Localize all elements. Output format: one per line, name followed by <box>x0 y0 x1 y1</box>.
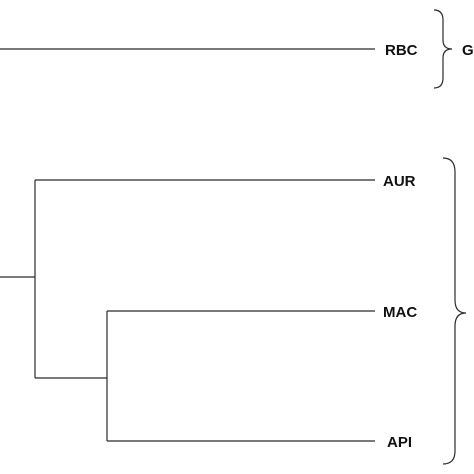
leaf-label-api: API <box>387 434 412 451</box>
leaf-label-mac: MAC <box>383 304 417 321</box>
brace-group-1 <box>433 9 453 89</box>
group-label-1: G <box>462 42 474 59</box>
brace-group-2 <box>442 157 467 465</box>
leaf-label-rbc: RBC <box>385 42 418 59</box>
leaf-label-aur: AUR <box>383 173 416 190</box>
